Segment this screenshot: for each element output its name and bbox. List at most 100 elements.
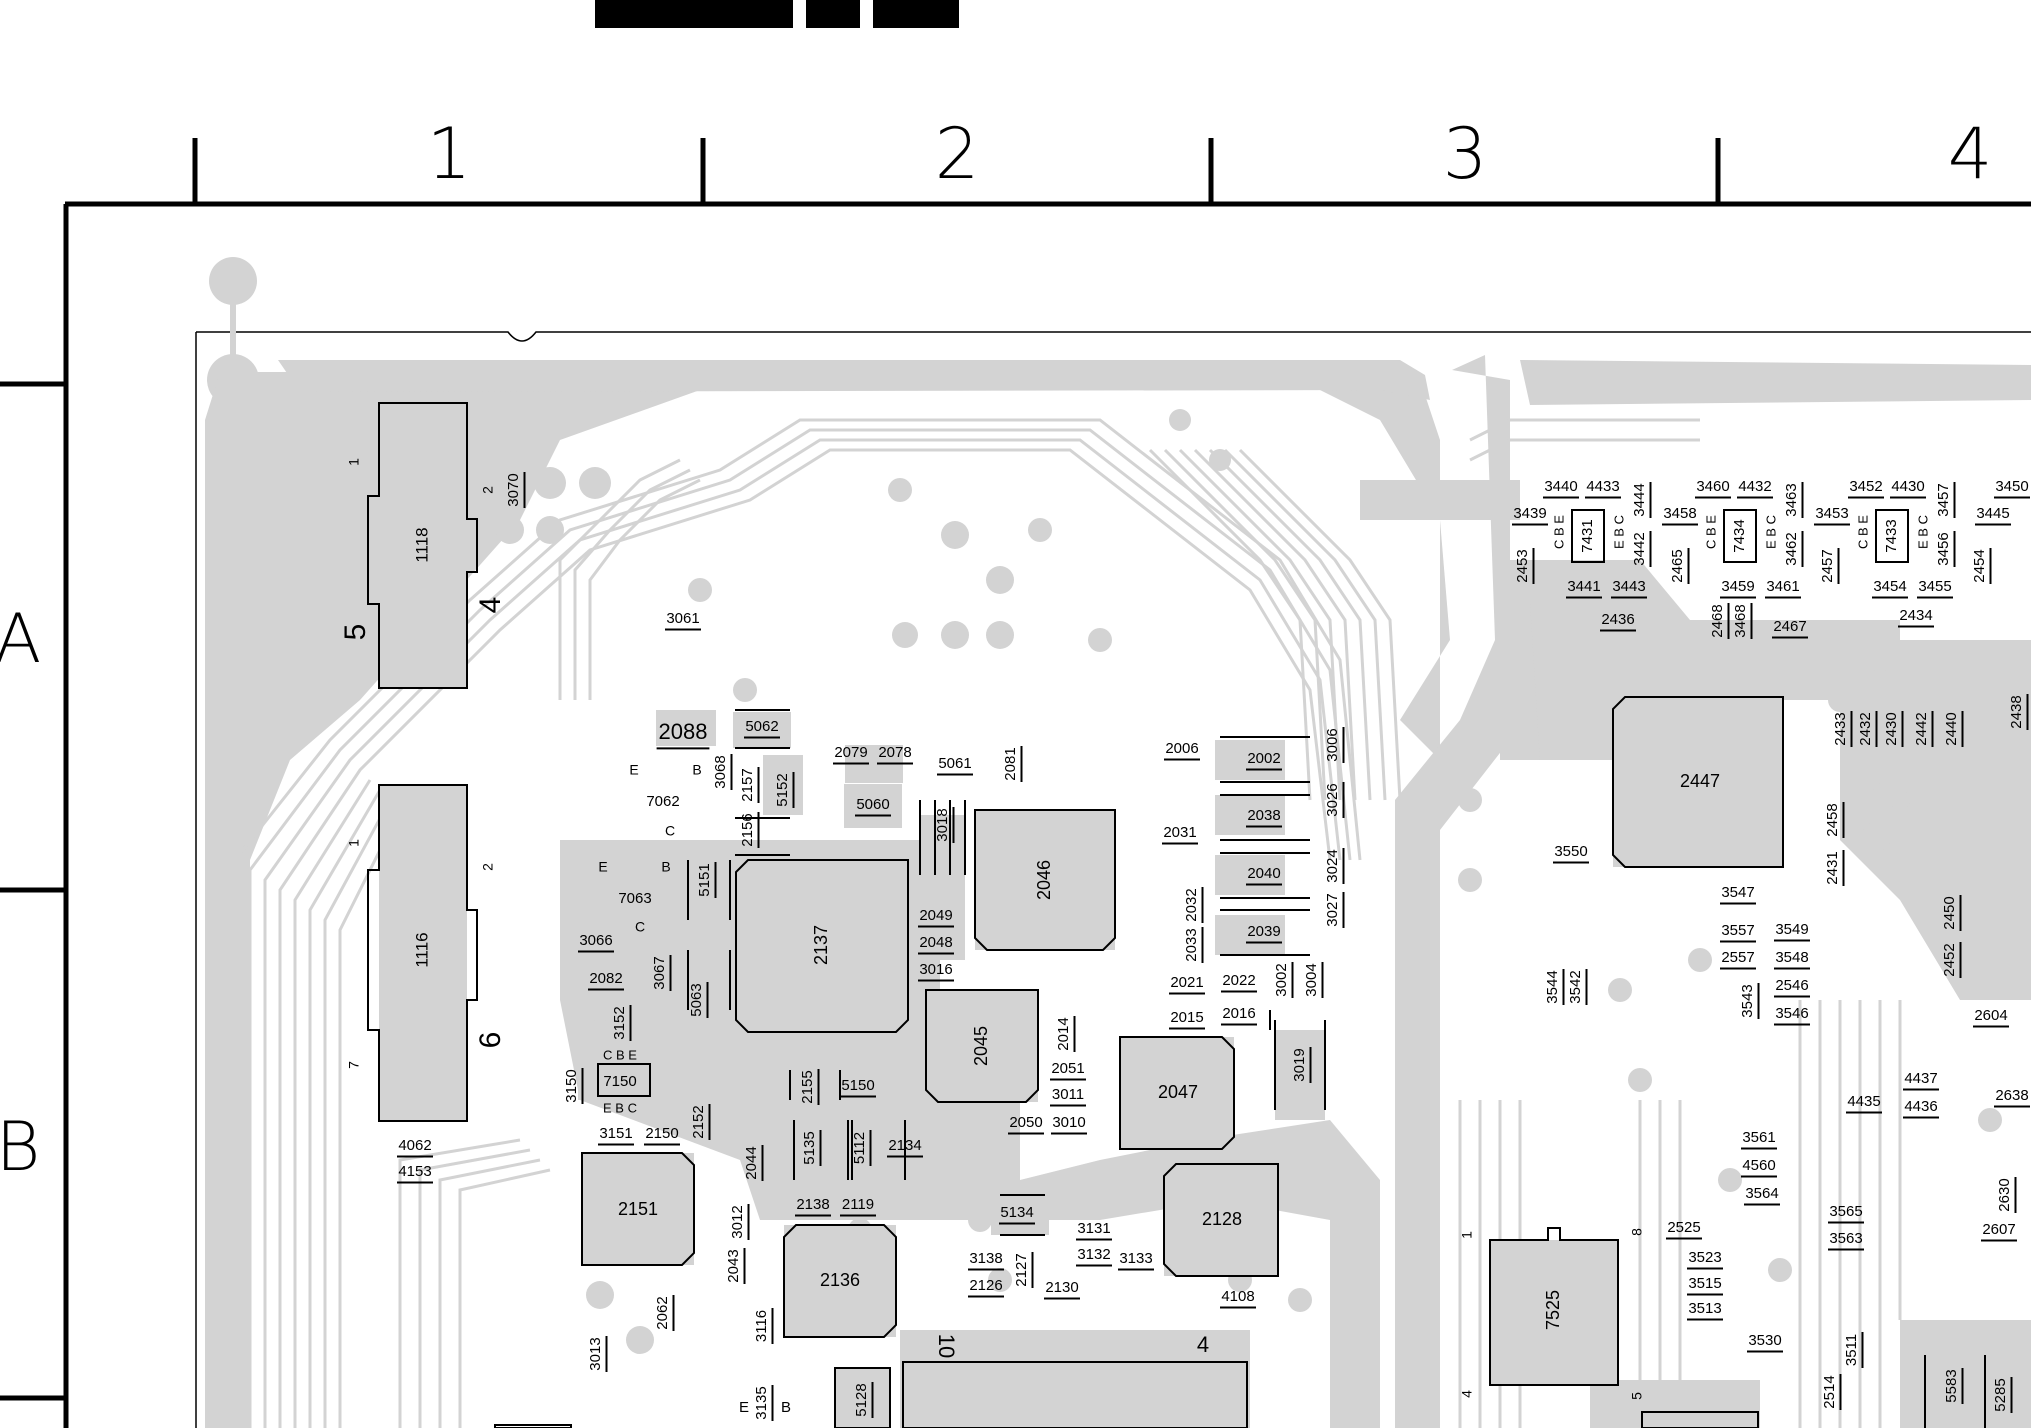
part-label-3453: 3453 [1815, 505, 1848, 522]
transistor-pin-label: B [692, 762, 701, 778]
component-outlines [367, 402, 1909, 1428]
transistor-7150-label: 7150 [603, 1073, 636, 1090]
part-label-3468: 3468 [1732, 604, 1749, 637]
part-label-2082: 2082 [589, 970, 622, 987]
part-label-2078: 2078 [878, 744, 911, 761]
transistor-7431-label: 7431 [1579, 519, 1596, 552]
part-label-2088: 2088 [659, 719, 708, 744]
pin-b-mark: B [781, 1399, 791, 1416]
part-label-3131: 3131 [1077, 1220, 1110, 1237]
part-label-3563: 3563 [1829, 1230, 1862, 1247]
part-label-3547: 3547 [1721, 884, 1754, 901]
part-label-3440: 3440 [1544, 478, 1577, 495]
part-label-5061: 5061 [938, 755, 971, 772]
part-label-2049: 2049 [919, 907, 952, 924]
transistor-pin-label: C [665, 823, 675, 839]
part-label-3013: 3013 [587, 1337, 604, 1370]
transistor-pin-label: C [635, 919, 645, 935]
ic-2045-label: 2045 [971, 1026, 991, 1066]
part-label-2134: 2134 [888, 1137, 921, 1154]
part-label-3548: 3548 [1775, 949, 1808, 966]
part-label-2432: 2432 [1857, 712, 1874, 745]
part-label-2452: 2452 [1941, 943, 1958, 976]
part-label-2038: 2038 [1247, 807, 1280, 824]
part-label-3067: 3067 [651, 956, 668, 989]
part-label-3070: 3070 [505, 473, 522, 506]
part-labels: 1118124511161267213724472151213621282047… [339, 458, 2030, 1421]
pin-1-mark: 4 [1197, 1332, 1209, 1357]
part-label-5151: 5151 [696, 863, 713, 896]
part-label-5128: 5128 [853, 1383, 870, 1416]
ic-2447-label: 2447 [1680, 771, 1720, 791]
ic-2151-label: 2151 [618, 1199, 658, 1219]
part-label-5063: 5063 [688, 983, 705, 1016]
part-label-2433: 2433 [1832, 712, 1849, 745]
part-label-3150: 3150 [563, 1069, 580, 1102]
part-label-3002: 3002 [1273, 963, 1290, 996]
part-label-3530: 3530 [1748, 1332, 1781, 1349]
connector-1116-outline [367, 784, 478, 1122]
board-outline [196, 331, 2031, 342]
part-label-3463: 3463 [1783, 483, 1800, 516]
part-label-3550: 3550 [1554, 843, 1587, 860]
part-label-5135: 5135 [801, 1131, 818, 1164]
row-b-label: B [0, 1108, 40, 1187]
title-block-2 [806, 0, 860, 28]
part-label-2002: 2002 [1247, 750, 1280, 767]
part-label-2048: 2048 [919, 934, 952, 951]
part-label-3018: 3018 [934, 808, 951, 841]
column-4-label: 4 [1948, 113, 1993, 195]
part-label-2081: 2081 [1002, 747, 1019, 780]
part-label-2607: 2607 [1982, 1221, 2015, 1238]
transistor-pin-label: C B E [1551, 515, 1566, 549]
connector-1118-pin-label: 5 [339, 624, 372, 641]
part-label-2525: 2525 [1667, 1219, 1700, 1236]
part-label-2438: 2438 [2008, 695, 2025, 728]
part-label-4433: 4433 [1586, 478, 1619, 495]
part-label-5583: 5583 [1943, 1369, 1960, 1402]
part-label-3515: 3515 [1688, 1275, 1721, 1292]
part-label-5060: 5060 [856, 796, 889, 813]
part-label-2138: 2138 [796, 1196, 829, 1213]
part-label-3543: 3543 [1739, 984, 1756, 1017]
transistor-pin-label: E B C [1915, 515, 1930, 549]
ic-7525-pin-label: 4 [1459, 1390, 1475, 1398]
part-label-3116: 3116 [753, 1310, 770, 1342]
part-label-5152: 5152 [774, 773, 791, 806]
part-label-2126: 2126 [969, 1277, 1002, 1294]
transistor-pin-label: E B C [1611, 515, 1626, 549]
part-label-2127: 2127 [1013, 1253, 1030, 1286]
connector-1116-pin-label: 2 [480, 863, 496, 871]
transistor-pin-label: C B E [1703, 515, 1718, 549]
title-bar [595, 0, 959, 28]
part-label-2457: 2457 [1819, 549, 1836, 582]
ic-7525-label: 7525 [1543, 1290, 1563, 1330]
transistor-pin-label: E [629, 762, 638, 778]
part-label-2458: 2458 [1824, 803, 1841, 836]
part-label-5134: 5134 [1000, 1204, 1033, 1221]
part-label-2467: 2467 [1773, 618, 1806, 635]
part-label-3565: 3565 [1829, 1203, 1862, 1220]
part-label-3006: 3006 [1324, 728, 1341, 761]
part-label-3549: 3549 [1775, 921, 1808, 938]
part-label-2440: 2440 [1943, 712, 1960, 745]
part-label-2453: 2453 [1514, 549, 1531, 582]
part-label-2040: 2040 [1247, 865, 1280, 882]
title-block-1 [595, 0, 793, 28]
part-label-2051: 2051 [1051, 1060, 1084, 1077]
row-a-label: A [0, 600, 41, 679]
part-label-3561: 3561 [1742, 1129, 1775, 1146]
part-label-2079: 2079 [834, 744, 867, 761]
part-label-2514: 2514 [1821, 1375, 1838, 1408]
part-label-3066: 3066 [579, 932, 612, 949]
part-label-2015: 2015 [1170, 1009, 1203, 1026]
connector-1116-pin-label: 1 [346, 839, 362, 847]
part-label-2454: 2454 [1971, 549, 1988, 582]
part-label-2031: 2031 [1163, 824, 1196, 841]
ic-2136-label: 2136 [820, 1270, 860, 1290]
part-label-2006: 2006 [1165, 740, 1198, 757]
part-label-3004: 3004 [1303, 963, 1320, 996]
connector-1118-label: 1118 [412, 527, 431, 562]
part-label-4108: 4108 [1221, 1288, 1254, 1305]
